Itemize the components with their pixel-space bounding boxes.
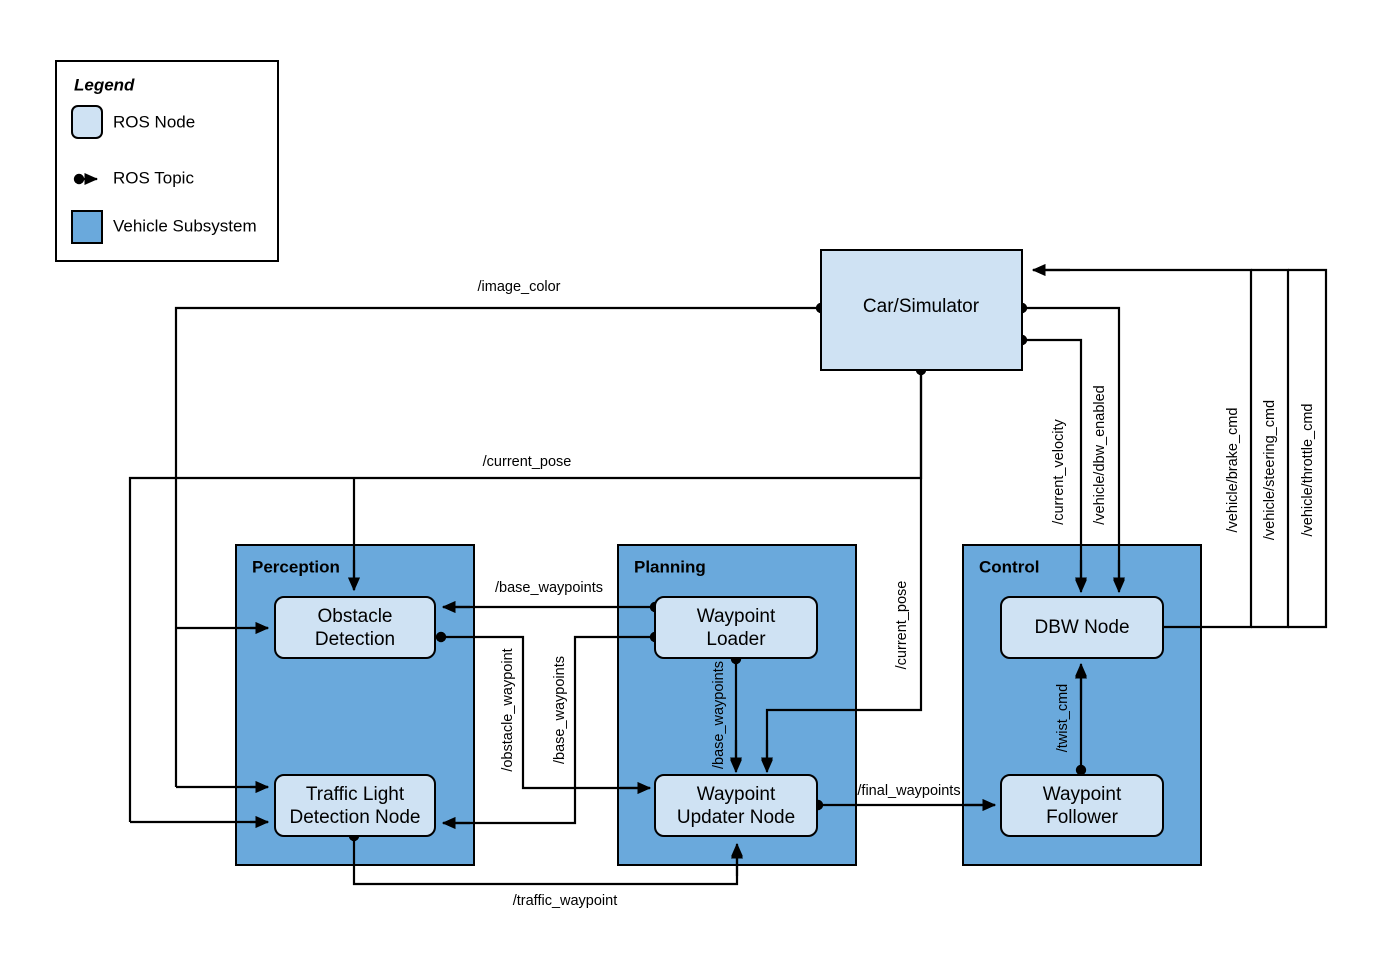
control-label: Control [979, 557, 1039, 576]
topic-label-current-pose-right: /current_pose [894, 581, 910, 670]
planning-label: Planning [634, 557, 706, 576]
topic-label-traffic-waypoint: /traffic_waypoint [513, 893, 618, 909]
wire-vehicle-steering-cmd: /vehicle/steering_cmd [1251, 268, 1290, 629]
dbw-node-box[interactable] [1000, 596, 1164, 659]
legend-item-label-vehicle-subsystem: Vehicle Subsystem [113, 216, 257, 235]
topic-label-image-color: /image_color [477, 279, 560, 295]
node-waypoint-loader[interactable]: Waypoint Loader [654, 596, 818, 659]
traffic-light-detection-label-line1: Traffic Light [306, 784, 405, 805]
legend-item-label-ros-node: ROS Node [113, 112, 195, 131]
topic-label-vehicle-dbw-enabled: /vehicle/dbw_enabled [1092, 385, 1108, 524]
wire-vehicle-throttle-cmd: /vehicle/throttle_cmd [1288, 268, 1328, 629]
topic-label-vehicle-brake-cmd: /vehicle/brake_cmd [1225, 408, 1241, 533]
topic-label-current-pose-top: /current_pose [483, 454, 572, 470]
waypoint-updater-label-line1: Waypoint [697, 784, 776, 805]
topic-label-vehicle-throttle-cmd: /vehicle/throttle_cmd [1300, 404, 1316, 537]
wire-vehicle-brake-cmd: /vehicle/brake_cmd [1031, 263, 1253, 629]
topic-label-current-velocity: /current_velocity [1051, 418, 1067, 524]
wire-obstacle-waypoint: /obstacle_waypoint [435, 631, 652, 795]
waypoint-loader-label-line2: Loader [706, 629, 766, 650]
ros-topic-arrow [73, 172, 99, 186]
car-simulator-label: Car/Simulator [863, 296, 980, 317]
traffic-light-detection-box[interactable] [274, 774, 436, 837]
topic-label-twist-cmd: /twist_cmd [1055, 684, 1071, 753]
node-waypoint-updater[interactable]: Waypoint Updater Node [654, 774, 818, 837]
waypoint-updater-box[interactable] [654, 774, 818, 837]
obstacle-detection-label-line1: Obstacle [318, 606, 393, 627]
waypoint-follower-label-line2: Follower [1046, 807, 1118, 828]
arrowheads-overlay [250, 263, 1126, 876]
node-traffic-light-detection[interactable]: Traffic Light Detection Node [274, 774, 436, 837]
perception-label: Perception [252, 557, 340, 576]
node-car-simulator[interactable]: Car/Simulator [820, 249, 1023, 371]
node-obstacle-detection[interactable]: Obstacle Detection [274, 596, 436, 659]
obstacle-detection-label-line2: Detection [315, 629, 395, 650]
wire-vehicle-dbw-enabled: /vehicle/dbw_enabled [1016, 302, 1126, 592]
waypoint-loader-box[interactable] [654, 596, 818, 659]
ros-node-swatch [71, 105, 103, 139]
node-dbw-node[interactable]: DBW Node [1000, 596, 1164, 659]
legend: Legend ROS Node ROS Topic Vehicle Subsys… [55, 60, 279, 262]
topic-label-obstacle-waypoint: /obstacle_waypoint [500, 648, 516, 771]
traffic-light-detection-label-line2: Detection Node [290, 807, 421, 828]
legend-item-label-ros-topic: ROS Topic [113, 168, 194, 187]
node-waypoint-follower[interactable]: Waypoint Follower [1000, 774, 1164, 837]
topic-label-final-waypoints: /final_waypoints [857, 783, 960, 799]
topic-label-base-waypoints-planning: /base_waypoints [711, 661, 727, 769]
waypoint-follower-box[interactable] [1000, 774, 1164, 837]
waypoint-updater-label-line2: Updater Node [677, 807, 795, 828]
legend-title: Legend [74, 75, 135, 94]
obstacle-detection-box[interactable] [274, 596, 436, 659]
topic-label-vehicle-steering-cmd: /vehicle/steering_cmd [1262, 400, 1278, 540]
topic-label-base-waypoints-cross: /base_waypoints [552, 656, 568, 764]
waypoint-follower-label-line1: Waypoint [1043, 784, 1122, 805]
car-simulator-box[interactable] [820, 249, 1023, 371]
waypoint-loader-label-line1: Waypoint [697, 606, 776, 627]
vehicle-subsystem-swatch [71, 210, 103, 244]
topic-label-base-waypoints-perception: /base_waypoints [495, 580, 603, 596]
dbw-node-label: DBW Node [1034, 617, 1129, 638]
